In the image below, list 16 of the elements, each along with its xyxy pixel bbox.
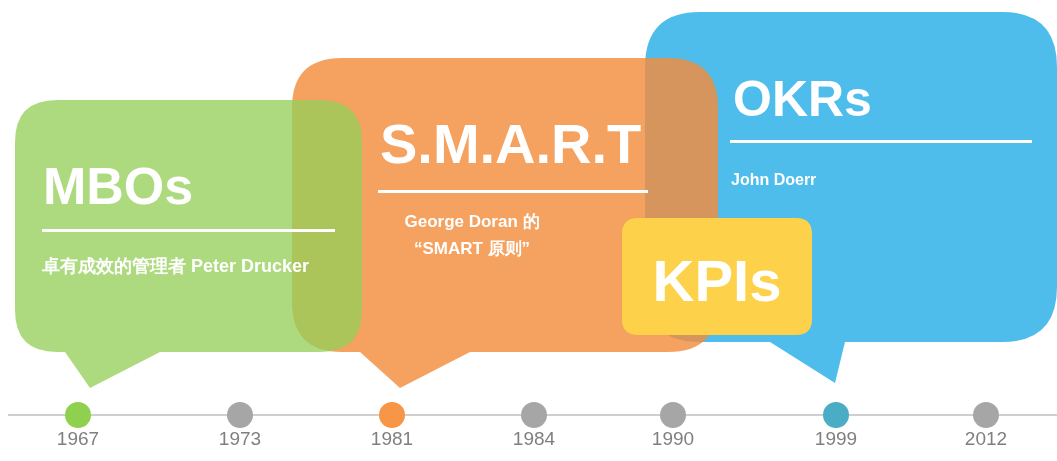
- year-label: 2012: [963, 428, 1009, 450]
- speech-bubble: [15, 100, 362, 388]
- year-label: 1999: [813, 428, 859, 450]
- year-label: 1981: [369, 428, 415, 450]
- bubble-text: John Doerr: [731, 170, 818, 190]
- bubble-text: George Doran 的 “SMART 原则”: [403, 211, 541, 261]
- year-label: 1973: [217, 428, 263, 450]
- bubble-heading: MBOs: [43, 160, 194, 212]
- bubble-heading: KPIs: [651, 252, 783, 310]
- year-label: 1990: [650, 428, 696, 450]
- year-label: 1984: [511, 428, 557, 450]
- bubble-text: 卓有成效的管理者 Peter Drucker: [42, 255, 311, 278]
- year-label: 1967: [55, 428, 101, 450]
- speech-bubble: [622, 218, 812, 335]
- bubble-heading: S.M.A.R.T: [380, 116, 642, 172]
- bubble-heading: OKRs: [733, 74, 872, 124]
